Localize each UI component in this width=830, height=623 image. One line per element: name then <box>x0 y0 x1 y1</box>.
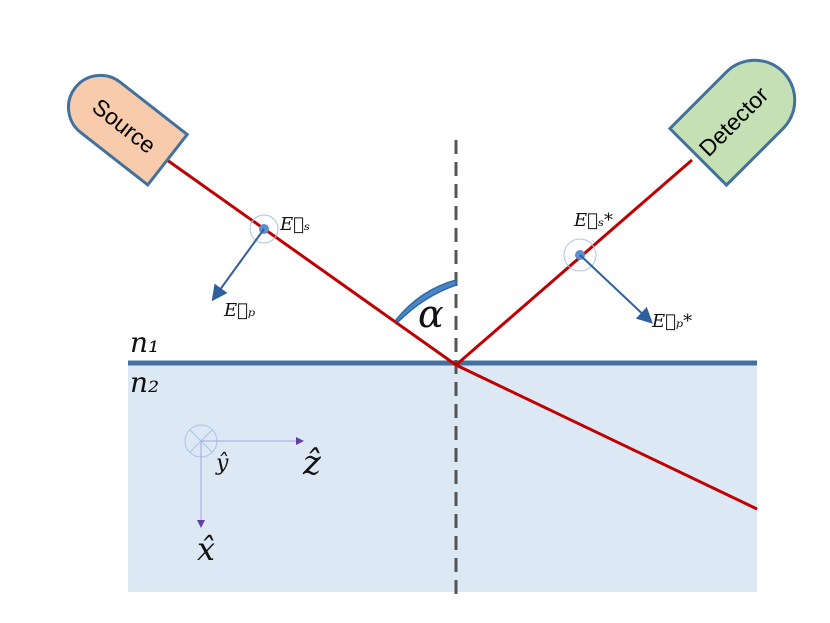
n2-label: n₂ <box>130 366 159 399</box>
transmitted-ray <box>455 363 758 511</box>
ep-label: E⃗ₚ <box>223 300 255 321</box>
angle-alpha-arc <box>394 279 457 324</box>
es-star-polarization-circle <box>563 238 597 272</box>
es-polarization-circle <box>249 214 279 244</box>
y-hat-label: ŷ <box>215 451 229 476</box>
incident-ray <box>166 158 457 367</box>
x-hat-label: x̂ <box>197 530 215 568</box>
medium-2-region <box>128 363 757 592</box>
coordinate-axes: ŷ ẑ x̂ <box>184 424 322 568</box>
source: Source <box>67 73 190 188</box>
detector: Detector <box>667 58 797 188</box>
es-star-label: E⃗ₛ* <box>573 210 613 231</box>
z-hat-label: ẑ <box>302 443 322 483</box>
alpha-label: α <box>418 292 444 336</box>
ep-star-vector-arrow <box>579 254 653 324</box>
reflected-ray <box>455 158 693 367</box>
ep-vector-arrow <box>211 228 265 302</box>
es-label: E⃗ₛ <box>279 214 310 235</box>
n1-label: n₁ <box>130 326 159 359</box>
ep-star-label: E⃗ₚ* <box>651 311 692 332</box>
